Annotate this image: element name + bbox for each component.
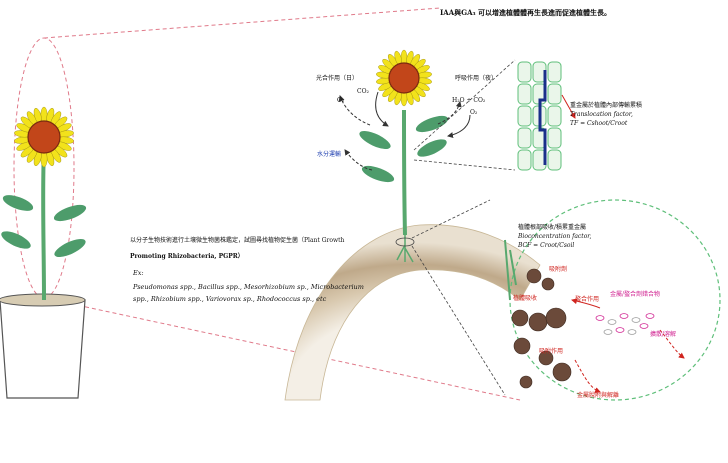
rhizo-zoom-line-1 <box>411 199 491 239</box>
soil-particle <box>519 375 533 389</box>
pgpr-title: Promoting Rhizobacteria, PGPR） <box>130 253 244 260</box>
metal-chelate-complex <box>603 329 613 335</box>
xylem-cell <box>517 61 532 83</box>
o2-out-arrow <box>338 95 371 126</box>
metal-chelate-complex <box>607 319 617 325</box>
species-line-1: Pseudomonas spp., Bacillus spp., Mesorhi… <box>133 283 364 291</box>
h2o-co2-arrow <box>437 101 462 125</box>
xylem-cell <box>547 61 562 83</box>
potted-sunflower <box>0 106 87 399</box>
soil-arc <box>284 224 541 401</box>
soil-particle <box>528 312 548 332</box>
xylem-detail <box>413 59 576 171</box>
left-flower-head <box>14 106 74 168</box>
metal-chelate-complex <box>627 329 637 335</box>
left-leaf-3 <box>1 231 31 249</box>
metal-chelate-complex <box>639 323 649 329</box>
xylem-vessel <box>538 70 547 165</box>
xylem-cell <box>517 105 532 127</box>
metal-chelate-label: 金屬/螯合劑錯合物 <box>610 291 661 298</box>
bioconcentration-factor-label: Bioconcentration factor, <box>518 233 592 240</box>
center-flower-head <box>376 49 432 107</box>
xylem-cell <box>517 149 532 171</box>
metal-release-label: 金屬脫附與解離 <box>577 392 620 399</box>
adsorption-effect-label: 吸附作用 <box>539 348 564 355</box>
co2-arrow <box>375 91 389 127</box>
rhizo-zoom-line-2 <box>411 245 506 396</box>
o2-in-label: O₂ <box>470 109 478 116</box>
center-stem <box>402 109 407 236</box>
center-sunflower <box>359 49 449 263</box>
xylem-zoom-line-1 <box>413 59 516 151</box>
soil-particle <box>511 309 529 327</box>
xylem-cell <box>517 83 532 105</box>
o2-out-label: O₂ <box>337 97 345 104</box>
left-stem <box>41 149 46 301</box>
metal-chelate-complex <box>631 317 641 323</box>
translocation-factor-label: Translocation factor, <box>570 111 633 118</box>
xylem-cell <box>517 127 532 149</box>
soil-particle <box>526 268 542 284</box>
chelation-label: 螯合作用 <box>575 296 600 303</box>
co2-label: CO₂ <box>357 88 369 95</box>
chelation-arrow <box>571 298 601 309</box>
left-leaf-2 <box>53 204 87 222</box>
bioconcentration-label: 植體根部吸收/積累重金屬 <box>518 224 587 231</box>
root-uptake-label: 植體吸收 <box>513 295 538 302</box>
soil-particle <box>538 350 554 366</box>
soil-particle <box>552 362 572 382</box>
h2o-co2-label: H₂O + CO₂ <box>452 97 486 104</box>
metal-chelate-complex <box>619 313 629 319</box>
xylem-cell <box>547 149 562 171</box>
zoom-line-bottom <box>43 297 521 401</box>
center-leaf-2 <box>415 115 449 133</box>
metal-chelate-complex <box>645 313 655 319</box>
root-zoom-marker <box>395 237 415 247</box>
respiration-label: 呼吸作用（夜） <box>455 75 498 82</box>
xylem-cell <box>547 83 562 105</box>
left-leaf-1 <box>2 195 34 211</box>
center-leaf-3 <box>361 165 395 183</box>
metal-chelate-complex <box>615 327 625 333</box>
translocation-arrow <box>561 94 576 119</box>
translocation-label: 重金屬於植體內部傳輸累積 <box>570 102 643 109</box>
metal-release-arrow <box>574 359 601 393</box>
soil-particle <box>541 277 555 291</box>
pgpr-description: 以分子生物技術進行土壤微生物菌株鑑定，試圖尋找植物促生菌（Plant Growt… <box>130 237 345 244</box>
water-arrow <box>344 149 373 171</box>
flower-pot <box>0 299 86 399</box>
photosynthesis-label: 光合作用（日） <box>316 75 359 82</box>
xylem-cell <box>547 127 562 149</box>
tf-formula: TF = Cshoot/Croot <box>570 120 628 127</box>
metal-chelate-complex <box>595 315 605 321</box>
xylem-zoom-line-2 <box>413 159 516 171</box>
example-label: Ex: <box>133 269 144 277</box>
adsorbent-label: 吸附劑 <box>549 266 568 273</box>
center-leaf-1 <box>359 130 391 150</box>
top-note: IAA與GA₃ 可以增進植體體再生長進而促進植體生長。 <box>440 8 612 17</box>
zoom-line-top <box>43 7 441 39</box>
left-leaf-4 <box>54 238 86 258</box>
bcf-formula: BCF = Croot/Csoil <box>518 242 575 249</box>
o2-in-arrow <box>447 114 471 138</box>
species-line-2: spp., Rhizobium spp., Variovorax sp., Rh… <box>133 295 327 303</box>
water-transport-label: 水分運輸 <box>317 151 342 158</box>
diffusion-label: 擴散/溶解 <box>650 331 677 338</box>
rhizosphere-ellipse <box>509 199 721 401</box>
center-leaf-4 <box>417 139 447 157</box>
root-system <box>396 235 414 263</box>
soil-particle <box>545 307 567 329</box>
diffusion-arrow <box>659 329 685 359</box>
root-tip <box>504 239 517 301</box>
soil-particle <box>513 337 531 355</box>
xylem-cell <box>547 105 562 127</box>
